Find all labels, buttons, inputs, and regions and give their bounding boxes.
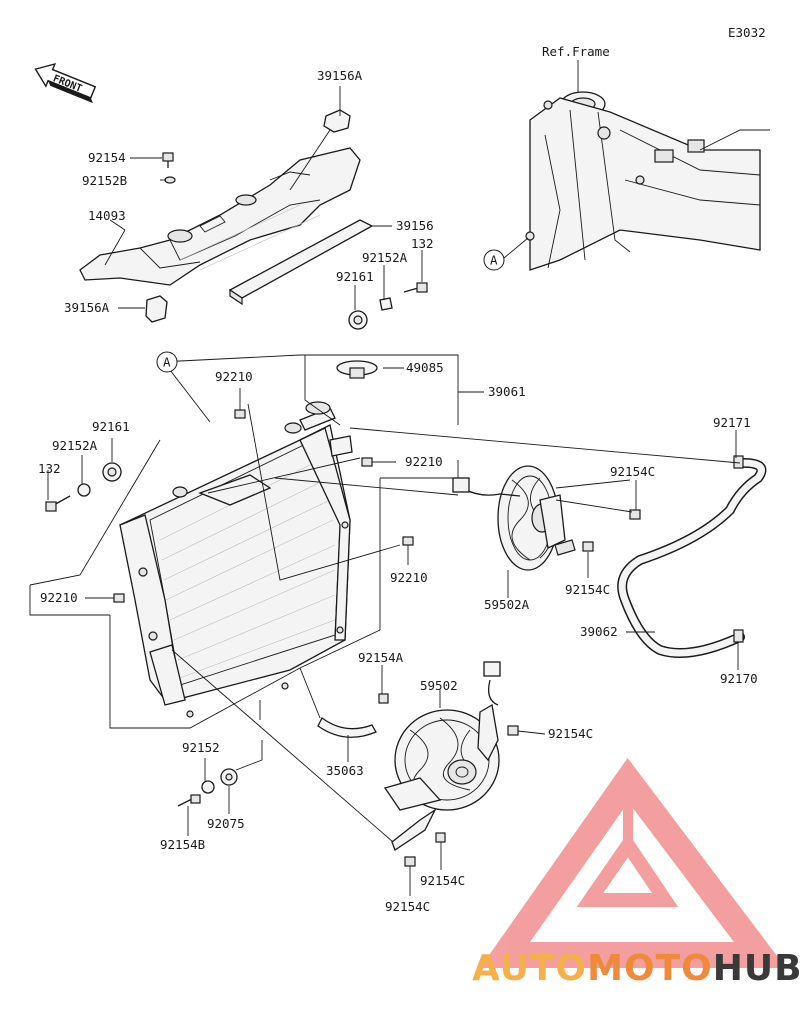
radiator-cap-49085 [336, 360, 378, 379]
watermark-logo [479, 757, 787, 968]
label-92152: 92152 [182, 740, 220, 755]
label-59502: 59502 [420, 678, 458, 693]
label-39156A-top: 39156A [317, 68, 363, 83]
label-35063: 35063 [326, 763, 364, 778]
label-92152A-left: 92152A [52, 438, 98, 453]
label-92154C-a: 92154C [610, 464, 655, 479]
rubber-39156A-top [323, 109, 351, 133]
ref-frame: Ref.Frame A [483, 44, 770, 271]
watermark-word-moto: MOTO [587, 948, 713, 989]
grommet-92161-left [102, 462, 122, 482]
hose-39062 [617, 455, 767, 659]
grommet-92161-top [348, 310, 368, 330]
label-92152A-top: 92152A [362, 250, 408, 265]
diagram-code: E3032 [728, 25, 766, 40]
label-14093: 14093 [88, 208, 126, 223]
label-92161-top: 92161 [336, 269, 374, 284]
label-132-top: 132 [411, 236, 434, 251]
label-132-left: 132 [38, 461, 61, 476]
bolt-132-left [45, 495, 71, 512]
clip-92210-a [234, 409, 246, 419]
fan-59502 [383, 661, 501, 851]
stay-35063 [317, 717, 377, 738]
label-92154C-c: 92154C [548, 726, 593, 741]
label-92154C-e: 92154C [385, 899, 430, 914]
label-39061: 39061 [488, 384, 526, 399]
fan-59502A [452, 465, 576, 571]
clip-92210-c [402, 536, 414, 546]
label-92154: 92154 [88, 150, 126, 165]
label-92210-c: 92210 [390, 570, 428, 585]
radiator-shroud-14093 [79, 147, 361, 286]
bolt-92154C-c [507, 725, 519, 736]
collar-92152A-top [379, 297, 393, 311]
ref-frame-label: Ref.Frame [542, 44, 610, 59]
label-92152B: 92152B [82, 173, 127, 188]
label-92154A: 92154A [358, 650, 404, 665]
label-92210-d: 92210 [40, 590, 78, 605]
bolt-92154 [162, 152, 174, 168]
bolt-92154A [378, 693, 389, 704]
front-arrow-icon: FRONT [34, 62, 97, 104]
bolt-132-top [403, 282, 428, 293]
label-49085: 49085 [406, 360, 444, 375]
ref-marker-a-top-circle [483, 249, 505, 271]
clip-92210-b [361, 457, 373, 467]
label-92154C-d: 92154C [420, 873, 465, 888]
rubber-39156A-bottom [145, 295, 168, 323]
collar-92152B [164, 176, 176, 184]
radiator-core [119, 401, 353, 718]
watermark-text: AUTOMOTOHUB [472, 948, 800, 989]
label-92210-b: 92210 [405, 454, 443, 469]
collar-92152A-left [77, 483, 91, 497]
leader-lines: A [29, 86, 741, 896]
label-59502A: 59502A [484, 597, 530, 612]
collar-92152 [201, 780, 215, 794]
label-92170: 92170 [720, 671, 758, 686]
label-92075: 92075 [207, 816, 245, 831]
watermark-word-hub: HUB [713, 948, 800, 989]
label-92154C-b: 92154C [565, 582, 610, 597]
label-39062: 39062 [580, 624, 618, 639]
ref-marker-a-left-circle [156, 351, 178, 373]
ref-marker-a-top: A [490, 253, 498, 268]
bolt-92154B [177, 794, 201, 807]
bolt-92154C-e [404, 856, 416, 867]
clip-92210-d [113, 593, 125, 603]
label-92171: 92171 [713, 415, 751, 430]
label-92210-a: 92210 [215, 369, 253, 384]
label-39156: 39156 [396, 218, 434, 233]
label-39156A-bottom: 39156A [64, 300, 110, 315]
bolt-92154C-b [582, 541, 594, 552]
label-92161-left: 92161 [92, 419, 130, 434]
grommet-92075 [220, 768, 238, 786]
label-92154B: 92154B [160, 837, 205, 852]
bolt-92154C-a [629, 509, 641, 520]
part-labels: 39156A 92154 92152B 14093 39156 132 9215… [38, 68, 758, 914]
watermark-word-auto: AUTO [472, 948, 587, 989]
ref-marker-a-left: A [163, 355, 171, 370]
